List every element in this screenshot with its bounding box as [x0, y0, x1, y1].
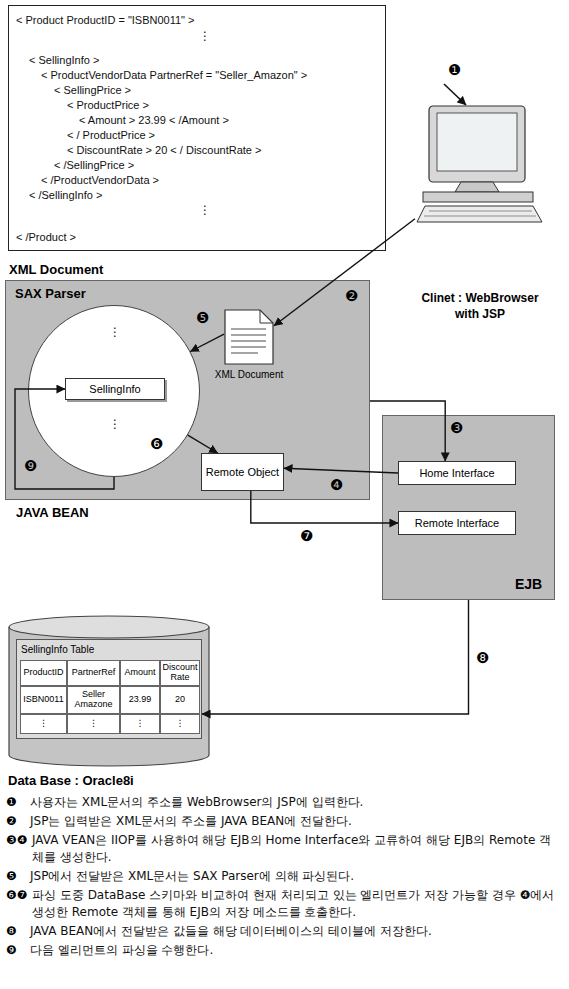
- note-marker: ❻❼: [6, 887, 28, 904]
- callout-number: ❸: [450, 420, 463, 436]
- note-marker: ❷: [6, 813, 17, 830]
- code-line: < ProductPrice >: [67, 99, 149, 112]
- computer-illustration: [415, 100, 545, 225]
- connector: [190, 334, 224, 351]
- code-line: < ProductVendorData PartnerRef = "Seller…: [41, 69, 307, 82]
- client-label: Clinet : WebBrowser with JSP: [410, 290, 550, 322]
- note-marker: ❽: [6, 923, 17, 940]
- code-line: < SellingInfo >: [29, 54, 99, 67]
- table-cell: Amount: [120, 660, 160, 686]
- note-marker: ❸❹: [6, 832, 28, 849]
- cylinder-top: [9, 616, 209, 638]
- table-cell: ⋮: [120, 714, 160, 734]
- database-table: SellingInfo TableProductIDPartnerRefAmou…: [16, 639, 202, 739]
- document-icon: [224, 309, 274, 365]
- connector: [251, 491, 398, 523]
- callout-number: ❽: [476, 650, 489, 666]
- table-cell: Discount Rate: [160, 660, 200, 686]
- callout-number: ❾: [24, 458, 37, 474]
- sax-parser-circle: SAX Parser⋮⋮SellingInfo: [28, 305, 200, 477]
- interface-box: Home Interface: [398, 461, 516, 485]
- code-line: < SellingPrice >: [54, 84, 131, 97]
- node-label: SellingInfo: [89, 383, 140, 396]
- note-text: 사용자는 XML문서의 주소를 WebBrowser의 JSP에 입력한다.: [30, 794, 561, 811]
- box-heading: XML Document: [9, 262, 103, 278]
- table-heading: SellingInfo Table: [21, 643, 94, 656]
- callout-number: ❶: [448, 62, 461, 78]
- connector: [188, 435, 218, 453]
- cylinder-body: [9, 627, 209, 766]
- code-line: < / ProductPrice >: [67, 129, 155, 142]
- table-cell: ⋮: [160, 714, 200, 734]
- element-box: SellingInfo: [65, 378, 165, 400]
- monitor-case: [429, 106, 525, 182]
- node-label: Remote Interface: [415, 517, 499, 530]
- note-text: 다음 엘리먼트의 파싱을 수행한다.: [30, 942, 561, 959]
- interface-box: Remote Interface: [398, 511, 516, 535]
- database-heading: Data Base : Oracle8i: [8, 773, 134, 789]
- document-page: [225, 310, 273, 364]
- table-cell: ISBN0011: [20, 686, 67, 714]
- code-line: < DiscountRate > 20 < / DiscountRate >: [67, 144, 261, 157]
- document-lines: [231, 329, 266, 353]
- table-cell: Seller Amazone: [67, 686, 120, 714]
- table-cell: PartnerRef: [67, 660, 120, 686]
- table-cell: ⋮: [20, 714, 67, 734]
- monitor-screen: [437, 113, 517, 171]
- table-cell: 20: [160, 686, 200, 714]
- monitor-stand: [455, 182, 499, 192]
- region-heading: SAX Parser: [15, 286, 86, 302]
- callout-number: ❺: [196, 310, 209, 326]
- note-text: 파싱 도중 DataBase 스키마와 비교하여 현재 처리되고 있는 엘리먼트…: [32, 887, 561, 921]
- ellipsis: ⋮: [199, 204, 211, 217]
- callout-number: ❼: [300, 528, 313, 544]
- code-line: < /ProductVendorData >: [41, 174, 159, 187]
- node-label: Remote Object: [206, 466, 279, 479]
- connector: [202, 600, 469, 714]
- note-marker: ❾: [6, 942, 17, 959]
- note-text: JSP에서 전달받은 XML문서는 SAX Parser에 의해 파싱된다.: [30, 868, 561, 885]
- java-bean-region: JAVA BEANSAX Parser⋮⋮SellingInfoXML Docu…: [5, 280, 370, 500]
- computer-base: [423, 192, 533, 202]
- code-line: < /Product >: [16, 231, 76, 244]
- ejb-region: EJB Home InterfaceRemote Interface: [382, 415, 555, 600]
- region-heading: EJB: [515, 576, 553, 592]
- note-marker: ❶: [6, 794, 17, 811]
- code-line: < /SellingInfo >: [29, 189, 102, 202]
- keyboard-keys: [424, 211, 536, 216]
- table-cell: ⋮: [67, 714, 120, 734]
- xml-document-box: < Product ProductID = "ISBN0011" > ⋮ < Sel…: [8, 5, 386, 251]
- note-text: JSP는 입력받은 XML문서의 주소를 JAVA BEAN에 전달한다.: [30, 813, 561, 830]
- database-shape: Data Base : Oracle8iSellingInfo TablePro…: [8, 615, 210, 767]
- table-cell: 23.99: [120, 686, 160, 714]
- node-label: Home Interface: [419, 467, 494, 480]
- client-computer: Clinet : WebBrowser with JSP: [415, 100, 545, 225]
- ellipsis: ⋮: [199, 30, 211, 43]
- remote-object-box: Remote Object: [201, 453, 284, 491]
- code-line: < Amount > 23.99 < /Amount >: [79, 114, 229, 127]
- region-heading: JAVA BEAN: [16, 505, 89, 521]
- code-line: < Product ProductID = "ISBN0011" >: [16, 14, 195, 27]
- document-fold: [260, 310, 273, 323]
- callout-number: ❹: [330, 477, 343, 493]
- connector: [370, 401, 445, 461]
- xml-document-icon: XML Document: [224, 309, 274, 365]
- icon-label: XML Document: [212, 369, 286, 381]
- callout-number: ❷: [345, 288, 358, 304]
- ellipsis: ⋮: [109, 418, 121, 431]
- ellipsis: ⋮: [109, 326, 121, 339]
- connector: [274, 219, 415, 326]
- input-arrow: [444, 84, 466, 105]
- callout-number: ❻: [150, 436, 163, 452]
- code-line: < /SellingPrice >: [54, 159, 134, 172]
- connector: [15, 389, 114, 489]
- note-marker: ❺: [6, 868, 17, 885]
- note-text: JAVA VEAN은 IIOP를 사용하여 해당 EJB의 Home Inter…: [32, 832, 561, 866]
- connector: [284, 468, 398, 473]
- table-cell: ProductID: [20, 660, 67, 686]
- note-text: JAVA BEAN에서 전달받은 값들을 해당 데이터베이스의 테이블에 저장한…: [30, 923, 561, 940]
- keyboard: [417, 206, 542, 222]
